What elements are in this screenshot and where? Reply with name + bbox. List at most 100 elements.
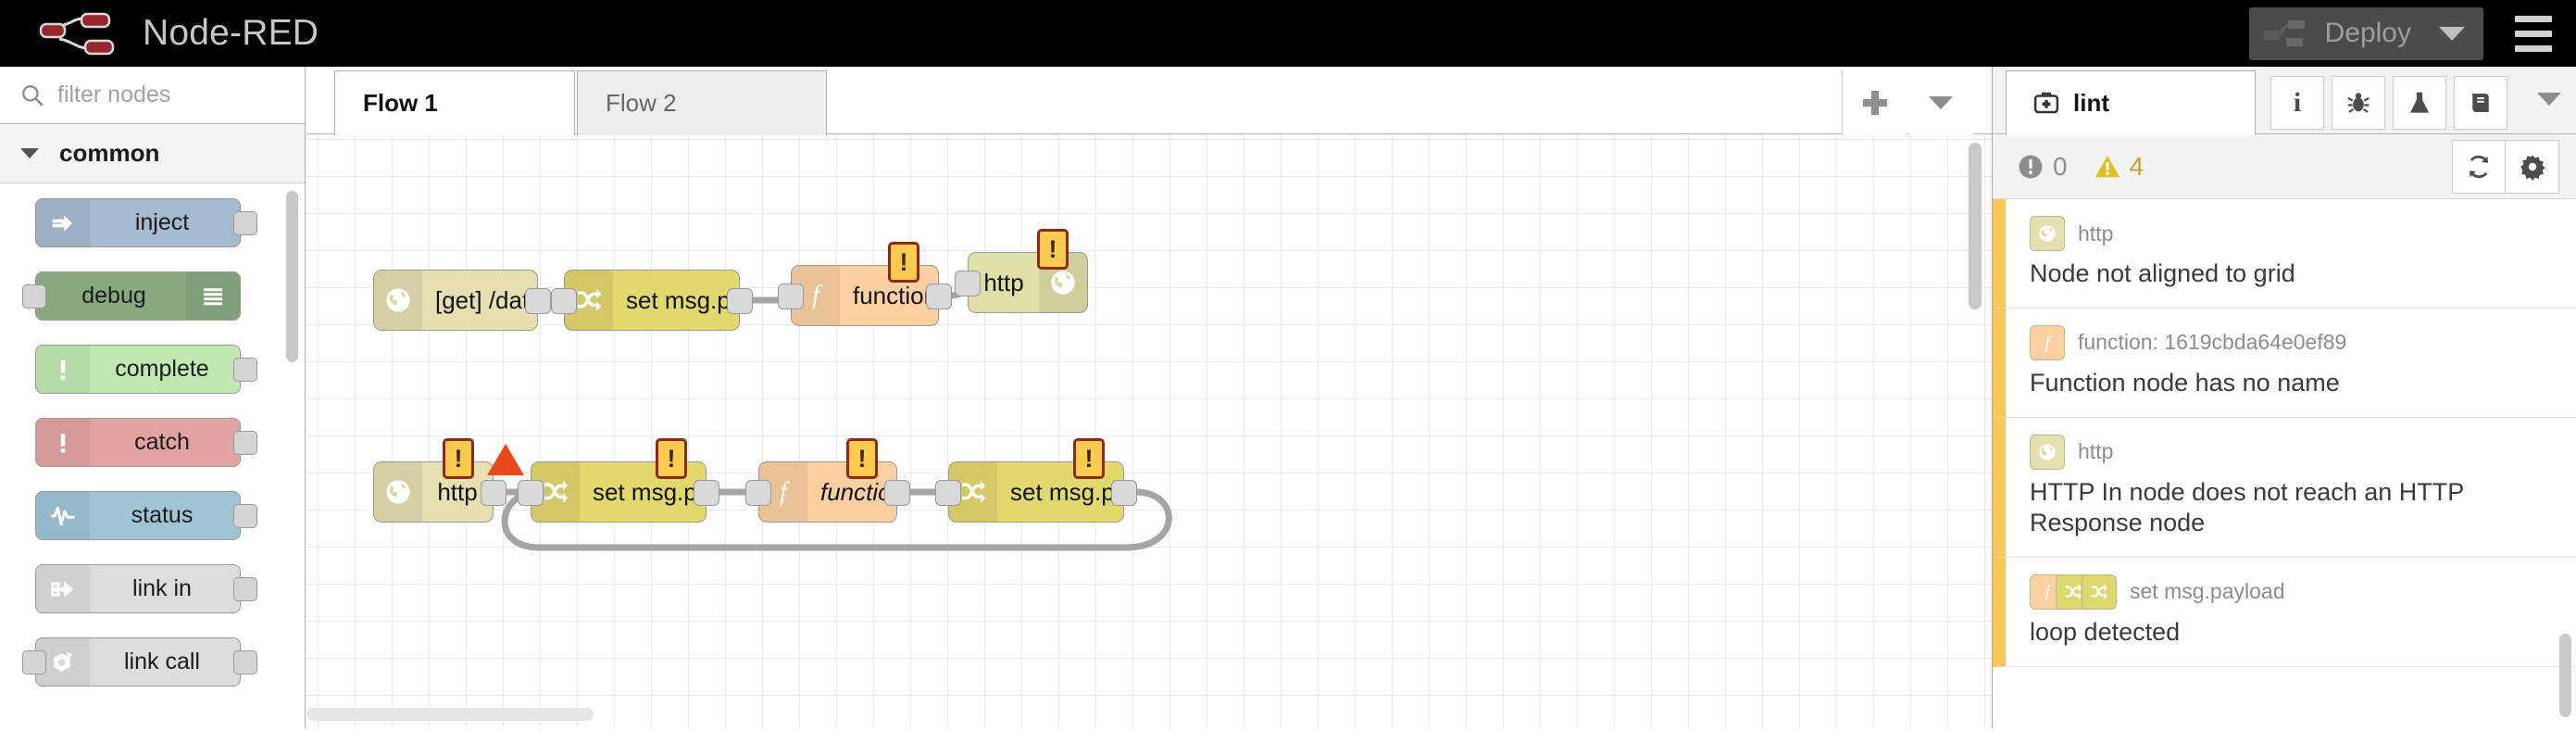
lint-item[interactable]: http HTTP In node does not reach an HTTP… — [1993, 417, 2576, 558]
flow-tabs-menu-button[interactable] — [1908, 70, 1973, 134]
flow-node-label: set msg.payload — [626, 285, 739, 314]
lint-item[interactable]: http Node not aligned to grid — [1993, 199, 2576, 309]
function-icon: f — [2045, 583, 2052, 602]
hamburger-bar — [2515, 15, 2552, 22]
lint-messages-list[interactable]: http Node not aligned to grid f function… — [1993, 199, 2576, 731]
sidebar-more-tabs-button[interactable] — [2537, 93, 2561, 106]
lint-item[interactable]: f function: 1619cbda64e0ef89 Function no… — [1993, 308, 2576, 418]
switch-icon — [2091, 584, 2108, 599]
palette-node-label: debug — [81, 283, 146, 309]
node-input-port[interactable] — [518, 480, 544, 506]
node-output-port[interactable] — [481, 480, 506, 506]
palette-node-input-port[interactable] — [22, 284, 46, 309]
palette-node-link-call[interactable]: link call — [35, 637, 241, 687]
sidebar-button-debug[interactable] — [2332, 76, 2385, 130]
canvas-vertical-scrollbar[interactable] — [1969, 143, 1982, 309]
palette-node-output-port[interactable] — [233, 650, 257, 674]
palette-node-link-in[interactable]: link in — [35, 564, 241, 613]
node-input-port[interactable] — [551, 288, 577, 314]
lint-settings-button[interactable] — [2506, 139, 2559, 194]
palette-node-output-port[interactable] — [233, 431, 257, 455]
flow-node-n5[interactable]: http ! — [373, 438, 524, 523]
globe-icon — [1051, 271, 1075, 295]
add-flow-button[interactable] — [1842, 70, 1907, 134]
flow-node-n1[interactable]: [get] /data — [373, 270, 551, 331]
deploy-button[interactable]: Deploy — [2248, 6, 2483, 60]
node-output-port[interactable] — [727, 288, 753, 314]
hamburger-menu-icon[interactable] — [2491, 0, 2576, 67]
deploy-caret-icon[interactable] — [2439, 26, 2465, 41]
flow-node-n8[interactable]: set msg.payload ! — [935, 438, 1137, 523]
palette-node-output-port[interactable] — [233, 577, 257, 601]
brand: Node-RED — [35, 11, 319, 56]
flow-node-n6[interactable]: set msg.payload ! — [518, 438, 719, 523]
flow-node-n4[interactable]: http ! — [955, 229, 1088, 313]
node-input-port[interactable] — [955, 271, 981, 296]
canvas-horizontal-scrollbar[interactable] — [306, 708, 594, 721]
node-warning-badge[interactable]: ! — [443, 438, 474, 479]
node-input-port[interactable] — [745, 480, 771, 506]
node-input-port[interactable] — [935, 480, 961, 506]
palette-node-label: status — [131, 502, 194, 528]
lint-item[interactable]: f set msg.payload loop detected — [1993, 557, 2576, 667]
switch-icon — [2082, 573, 2117, 610]
node-warning-badge[interactable]: ! — [1037, 229, 1069, 270]
palette-node-complete[interactable]: complete — [35, 345, 241, 394]
search-icon — [22, 84, 44, 107]
lint-toolbar: 0 4 — [1993, 134, 2576, 199]
app-title: Node-RED — [143, 13, 319, 53]
node-input-port[interactable] — [778, 284, 804, 309]
node-output-port[interactable] — [1111, 480, 1137, 506]
lint-message: HTTP In node does not reach an HTTP Resp… — [2030, 477, 2464, 536]
flow-canvas[interactable]: [get] /data set msg.payload f function !… — [306, 135, 1992, 728]
lint-node-name: function: 1619cbda64e0ef89 — [2078, 330, 2347, 355]
tab-lint[interactable]: lint — [2006, 70, 2256, 135]
palette-node-catch[interactable]: catch — [35, 418, 241, 467]
node-warning-badge[interactable]: ! — [656, 438, 687, 479]
lint-refresh-button[interactable] — [2452, 139, 2506, 194]
palette-node-output-port[interactable] — [233, 211, 257, 235]
sidebar-button-info[interactable]: i — [2270, 76, 2324, 130]
palette-category-common[interactable]: common — [0, 124, 305, 183]
palette-node-input-port[interactable] — [22, 650, 46, 674]
header-actions: Deploy — [2248, 0, 2576, 67]
flow-node-label: function 1 — [820, 477, 896, 506]
function-icon: f — [2045, 334, 2052, 353]
node-output-port[interactable] — [926, 284, 952, 309]
sidebar-button-help[interactable] — [2454, 76, 2507, 130]
globe-icon — [2039, 225, 2056, 242]
filter-nodes-input[interactable] — [57, 82, 289, 108]
lint-node-icons — [2030, 434, 2065, 470]
sidebar-button-tests[interactable] — [2393, 76, 2446, 130]
switch-icon — [578, 289, 602, 311]
bug-icon — [2347, 93, 2370, 113]
palette-node-inject[interactable]: inject — [35, 198, 241, 247]
flow-node-n2[interactable]: set msg.payload — [551, 270, 753, 331]
svg-text:f: f — [2045, 334, 2052, 353]
palette-node-output-port[interactable] — [233, 358, 257, 382]
node-warning-badge[interactable]: ! — [1073, 438, 1105, 479]
lint-scrollbar[interactable] — [2559, 634, 2571, 717]
tab-flow-2[interactable]: Flow 2 — [577, 70, 827, 135]
palette-node-output-port[interactable] — [233, 504, 257, 528]
node-output-port[interactable] — [884, 480, 910, 506]
palette-node-status[interactable]: status — [35, 491, 241, 540]
lint-warning-count: 4 — [2094, 152, 2144, 182]
inject-arrow-icon — [36, 199, 90, 246]
medical-kit-icon — [2033, 92, 2059, 114]
svg-text:f: f — [2045, 583, 2052, 602]
node-warning-badge[interactable]: ! — [888, 242, 919, 283]
globe-icon — [386, 480, 410, 504]
node-output-port[interactable] — [525, 288, 551, 314]
palette-search[interactable] — [0, 67, 305, 124]
flow-node-n3[interactable]: f function ! — [778, 242, 952, 326]
pulse-wave-icon — [51, 506, 75, 525]
tab-flow-1[interactable]: Flow 1 — [334, 70, 575, 135]
flow-node-n7[interactable]: f function 1 ! — [745, 438, 910, 523]
svg-text:f: f — [812, 282, 822, 310]
node-output-port[interactable] — [694, 480, 719, 506]
palette-scrollbar[interactable] — [286, 191, 298, 362]
globe-icon — [2030, 434, 2065, 470]
node-warning-badge[interactable]: ! — [846, 438, 878, 479]
palette-node-debug[interactable]: debug — [35, 271, 241, 321]
